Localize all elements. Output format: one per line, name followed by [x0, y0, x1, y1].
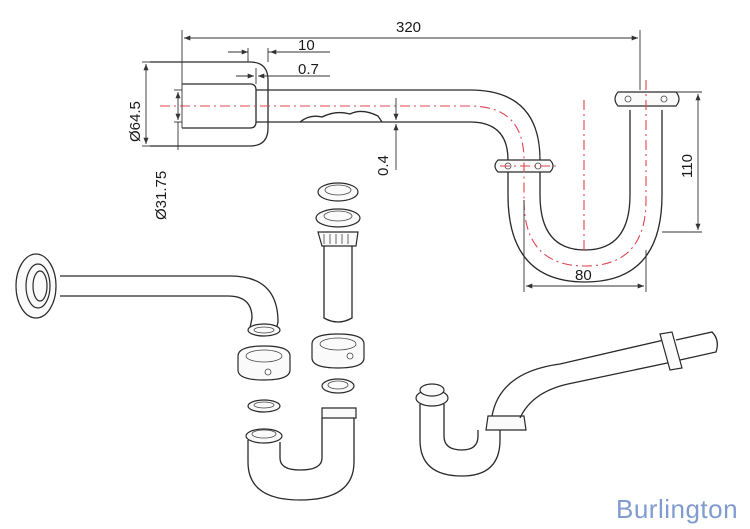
dim-height: 110: [679, 154, 696, 178]
trap-elevation-drawing: 320 10 0.7 Ø64.5 Ø31.75 0.4 110 80: [127, 19, 702, 292]
u-bend: [245, 407, 357, 501]
dip-tube-nut: [315, 208, 361, 228]
dim-trap-width: 80: [575, 267, 592, 284]
washer-b: [247, 399, 281, 413]
dim-overall-length: 320: [396, 19, 421, 36]
dim-outer-diameter: Ø64.5: [127, 101, 144, 142]
wall-bend-pipe: [60, 275, 279, 331]
dip-tube: [317, 231, 359, 323]
exploded-parts: [15, 182, 718, 501]
dim-offset: 0.4: [375, 155, 392, 176]
assembled-trap: [415, 331, 718, 477]
compression-nut-b: [237, 345, 291, 381]
brand-logo: Burlington: [616, 494, 738, 524]
trap-cap: [317, 182, 359, 202]
washer-a: [321, 378, 355, 394]
dim-pipe-diameter: Ø31.75: [153, 171, 170, 220]
wall-flange-ring: [15, 253, 57, 319]
compression-nut-a: [311, 333, 365, 369]
dim-gap: 0.7: [298, 61, 319, 78]
dim-wall-thickness: 10: [298, 37, 315, 54]
